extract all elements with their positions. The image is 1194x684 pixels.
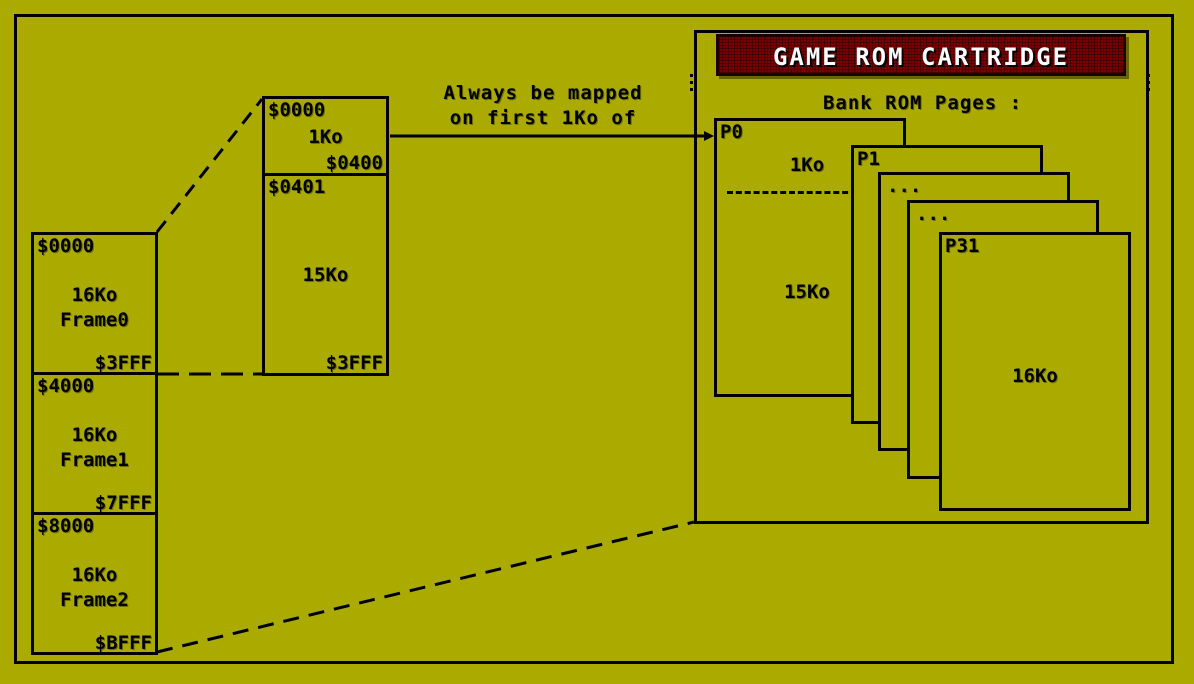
frame1-start-address: $4000 bbox=[37, 375, 95, 397]
frame0-end-address: $3FFF bbox=[94, 352, 152, 374]
frame0-name: Frame0 bbox=[60, 309, 129, 331]
page-ellipsis-1-label: ... bbox=[887, 175, 922, 197]
outer-frame bbox=[14, 14, 1174, 664]
page-p0-top-size: 1Ko bbox=[789, 154, 825, 176]
detail-first-start-address: $0000 bbox=[268, 99, 326, 121]
cpu-frame-2: $8000 16Ko Frame2 $BFFF bbox=[31, 512, 158, 655]
page-p0-label: P0 bbox=[720, 121, 743, 143]
frame2-size: 16Ko bbox=[71, 564, 118, 586]
cpu-frame-0: $0000 16Ko Frame0 $3FFF bbox=[31, 232, 158, 375]
frame0-start-address: $0000 bbox=[37, 235, 95, 257]
frame1-size: 16Ko bbox=[71, 424, 118, 446]
frame2-start-address: $8000 bbox=[37, 515, 95, 537]
cartridge-subtitle: Bank ROM Pages : bbox=[822, 92, 1023, 114]
zoom-line-top bbox=[155, 98, 264, 233]
mapping-arrow-head bbox=[704, 131, 714, 141]
cartridge-box bbox=[694, 30, 1149, 524]
detail-first-end-address: $0400 bbox=[325, 152, 383, 174]
frame2-end-address: $BFFF bbox=[94, 632, 152, 654]
cpu-frame-1: $4000 16Ko Frame1 $7FFF bbox=[31, 372, 158, 515]
mapping-note-line1: Always be mapped bbox=[443, 82, 643, 104]
rom-page-p31: P31 16Ko bbox=[939, 232, 1131, 511]
page-p31-label: P31 bbox=[945, 235, 980, 257]
detail-first-size: 1Ko bbox=[308, 126, 343, 148]
page-p0-divider bbox=[727, 191, 857, 194]
frame0-rest-15ko: $0401 15Ko $3FFF bbox=[262, 173, 389, 376]
detail-rest-end-address: $3FFF bbox=[325, 352, 383, 374]
page-p1-label: P1 bbox=[857, 148, 880, 170]
frame0-size: 16Ko bbox=[71, 284, 118, 306]
cartridge-link-line bbox=[156, 520, 695, 654]
cartridge-title-banner: GAME ROM CARTRIDGE bbox=[716, 34, 1126, 76]
frame1-end-address: $7FFF bbox=[94, 492, 152, 514]
frame1-name: Frame1 bbox=[60, 449, 129, 471]
page-p31-size: 16Ko bbox=[1012, 365, 1058, 387]
detail-rest-size: 15Ko bbox=[302, 264, 349, 286]
page-p0-bottom-size: 15Ko bbox=[784, 281, 830, 303]
detail-rest-start-address: $0401 bbox=[268, 176, 326, 198]
cartridge-title: GAME ROM CARTRIDGE bbox=[772, 43, 1070, 71]
frame2-name: Frame2 bbox=[60, 589, 129, 611]
frame0-first-1ko: $0000 1Ko $0400 bbox=[262, 96, 389, 176]
page-ellipsis-2-label: ... bbox=[916, 203, 951, 225]
mapping-note-line2: on first 1Ko of bbox=[449, 107, 637, 129]
